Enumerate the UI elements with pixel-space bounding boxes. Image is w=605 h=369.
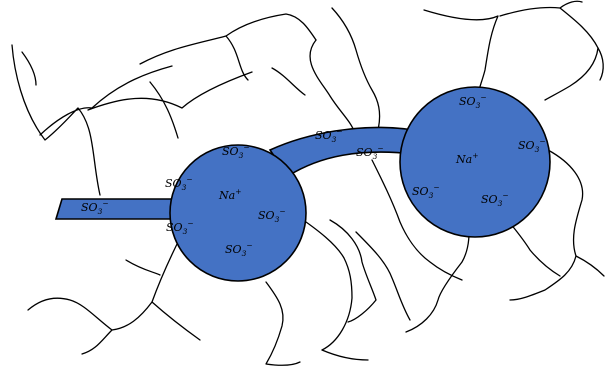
ionic-cluster-right bbox=[399, 86, 551, 238]
polymer-chain bbox=[559, 0, 583, 9]
ionic-cluster-left bbox=[169, 144, 307, 282]
polymer-chain bbox=[371, 159, 463, 281]
so3-label: SO3− bbox=[225, 241, 253, 258]
so3-label: SO3− bbox=[315, 127, 343, 144]
so3-label: SO3− bbox=[222, 143, 250, 160]
polymer-chain bbox=[309, 39, 356, 134]
polymer-chains bbox=[11, 0, 605, 366]
so3-label: SO3− bbox=[356, 144, 384, 161]
polymer-chain bbox=[265, 281, 301, 366]
polymer-chain bbox=[39, 65, 173, 136]
polymer-chain bbox=[271, 67, 306, 96]
so3-label: SO3− bbox=[258, 207, 286, 224]
so3-label: SO3− bbox=[166, 219, 194, 236]
polymer-chain bbox=[405, 209, 470, 333]
polymer-chain bbox=[295, 214, 353, 351]
polymer-chain bbox=[321, 349, 369, 361]
polymer-chain bbox=[81, 237, 181, 355]
na-label: Na+ bbox=[218, 187, 241, 202]
polymer-chain bbox=[21, 51, 37, 86]
so3-label: SO3− bbox=[412, 183, 440, 200]
polymer-chain bbox=[331, 7, 381, 131]
polymer-chain bbox=[225, 13, 317, 41]
polymer-chain bbox=[151, 301, 201, 341]
so3-label: SO3− bbox=[481, 191, 509, 208]
polymer-chain bbox=[355, 231, 411, 321]
so3-label: SO3− bbox=[459, 93, 487, 110]
polymer-chain bbox=[597, 47, 604, 81]
polymer-chain bbox=[11, 44, 101, 196]
polymer-chain bbox=[499, 6, 599, 101]
polymer-chain bbox=[149, 81, 179, 139]
so3-label: SO3− bbox=[81, 199, 109, 216]
polymer-chain bbox=[575, 255, 605, 277]
polymer-chain bbox=[125, 259, 161, 276]
polymer-chain bbox=[329, 219, 377, 323]
labels: SO3− SO3− SO3− SO3− SO3− SO3− SO3− SO3− … bbox=[81, 93, 546, 258]
polymer-chain bbox=[423, 9, 499, 97]
na-label: Na+ bbox=[455, 151, 478, 166]
so3-label: SO3− bbox=[165, 175, 193, 192]
polymer-chain bbox=[87, 71, 253, 111]
so3-label: SO3− bbox=[518, 137, 546, 154]
ionic-clusters bbox=[169, 86, 551, 282]
polymer-chain bbox=[139, 35, 249, 81]
polymer-chain bbox=[27, 297, 113, 331]
